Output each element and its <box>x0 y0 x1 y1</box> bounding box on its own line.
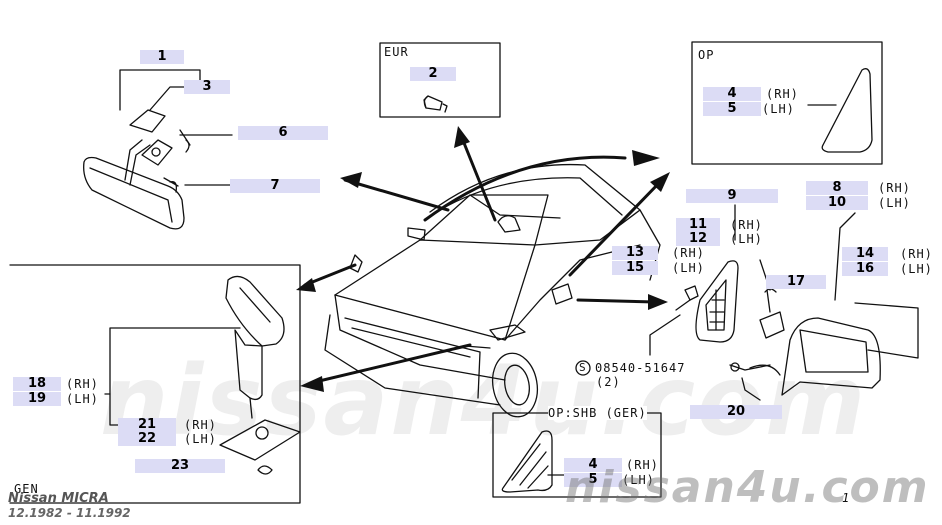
part-tag-2[interactable]: 2 <box>410 67 456 81</box>
part-tag-16[interactable]: 16 <box>842 262 888 276</box>
box-label-op-shb: OP:SHB (GER) <box>548 406 647 420</box>
side-rh-21: (RH) <box>184 418 217 432</box>
bolt-quantity: (2) <box>596 375 621 389</box>
page-mark: 1 <box>842 491 851 505</box>
side-lh-5-shb: (LH) <box>622 473 655 487</box>
side-lh-10: (LH) <box>878 196 911 210</box>
bolt-symbol: S <box>579 361 587 374</box>
part-tag-14[interactable]: 14 <box>842 247 888 261</box>
part-tag-9[interactable]: 9 <box>686 189 778 203</box>
side-rh-13: (RH) <box>672 246 705 260</box>
side-rh-11: (RH) <box>730 218 763 232</box>
side-lh-5-op: (LH) <box>762 102 795 116</box>
side-rh-4-shb: (RH) <box>626 458 659 472</box>
box-eur <box>379 42 501 118</box>
side-lh-19: (LH) <box>66 392 99 406</box>
side-lh-22: (LH) <box>184 432 217 446</box>
part-tag-4-op[interactable]: 4 <box>703 87 761 101</box>
triangle-cover-op <box>821 68 873 153</box>
part-tag-20[interactable]: 20 <box>690 405 782 419</box>
side-rh-18: (RH) <box>66 377 99 391</box>
part-tag-21[interactable]: 21 <box>118 418 176 432</box>
bulb-drawing <box>423 95 448 113</box>
watermark-small: nissan4u.com <box>565 462 930 513</box>
box-op <box>691 41 883 165</box>
box-label-op: OP <box>698 48 715 62</box>
model-caption: Nissan MICRA <box>8 491 109 506</box>
triangle-cover-shb <box>501 430 553 493</box>
part-tag-12[interactable]: 12 <box>676 232 720 246</box>
inner-mirror-drawing <box>83 109 191 230</box>
s-symbol-circle <box>575 360 591 376</box>
part-tag-15[interactable]: 15 <box>612 261 658 275</box>
side-lh-15: (LH) <box>672 261 705 275</box>
part-tag-1[interactable]: 1 <box>140 50 184 64</box>
side-rh-14: (RH) <box>900 247 933 261</box>
box-label-eur: EUR <box>384 45 409 59</box>
box-label-gen: GEN <box>14 482 39 496</box>
part-tag-7[interactable]: 7 <box>230 179 320 193</box>
part-tag-13[interactable]: 13 <box>612 246 658 260</box>
side-lh-12: (LH) <box>730 232 763 246</box>
part-tag-3[interactable]: 3 <box>184 80 230 94</box>
side-lh-16: (LH) <box>900 262 933 276</box>
part-tag-8[interactable]: 8 <box>806 181 868 195</box>
part-tag-11[interactable]: 11 <box>676 218 720 232</box>
part-tag-23[interactable]: 23 <box>135 459 225 473</box>
box-gen <box>9 264 301 504</box>
part-tag-18[interactable]: 18 <box>13 377 61 391</box>
part-tag-22[interactable]: 22 <box>118 432 176 446</box>
part-tag-5-shb[interactable]: 5 <box>564 473 622 487</box>
part-tag-10[interactable]: 10 <box>806 196 868 210</box>
part-tag-19[interactable]: 19 <box>13 392 61 406</box>
door-mirror-drawing <box>649 204 919 401</box>
bolt-code[interactable]: 08540-51647 <box>595 361 686 375</box>
part-tag-17[interactable]: 17 <box>766 275 826 289</box>
part-tag-4-shb[interactable]: 4 <box>564 458 622 472</box>
period-caption: 12.1982 - 11.1992 <box>8 506 131 520</box>
part-tag-6[interactable]: 6 <box>238 126 328 140</box>
side-rh-8: (RH) <box>878 181 911 195</box>
side-rh-4-op: (RH) <box>766 87 799 101</box>
part-tag-5-op[interactable]: 5 <box>703 102 761 116</box>
